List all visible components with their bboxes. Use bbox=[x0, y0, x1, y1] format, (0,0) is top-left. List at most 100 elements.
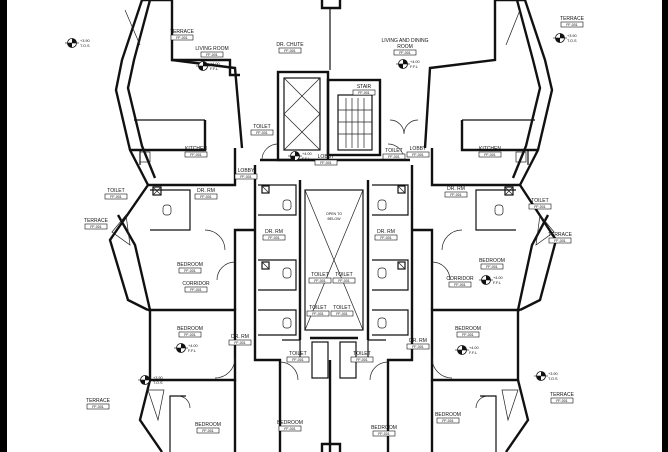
room-name: BEDROOM bbox=[479, 258, 505, 264]
room-name: CORRIDOR bbox=[182, 281, 210, 287]
level-ref: T.O.S bbox=[80, 44, 90, 48]
level-marker-lv-br: +3.90T.O.S bbox=[534, 371, 558, 381]
room-tag-box bbox=[560, 21, 584, 28]
level-value: +4.00 bbox=[302, 152, 312, 156]
room-name: LOBBY bbox=[410, 146, 427, 152]
room-name: BEDROOM bbox=[455, 326, 481, 332]
room-tag: FF-001 bbox=[358, 91, 370, 95]
room-tag-box bbox=[480, 263, 504, 270]
room-tag-box bbox=[184, 151, 208, 158]
room-tag: FF-001 bbox=[454, 283, 466, 287]
room-tag-box bbox=[332, 277, 356, 284]
room-tag: FF-001 bbox=[206, 53, 218, 57]
room-name: BEDROOM bbox=[195, 422, 221, 428]
level-value: +4.00 bbox=[188, 344, 198, 348]
room-tag: FF-001 bbox=[176, 36, 188, 40]
level-marker-lv-corr-r: +4.00F.F.L bbox=[479, 275, 503, 285]
room-name: BEDROOM bbox=[371, 425, 397, 431]
room-name-line2: ROOM bbox=[397, 44, 413, 50]
room-name: TERRACE bbox=[550, 392, 575, 398]
room-tag: FF-001 bbox=[234, 341, 246, 345]
room-tag-box bbox=[393, 49, 417, 56]
room-tag-box bbox=[330, 310, 354, 317]
room-name: DR. RM bbox=[265, 229, 283, 235]
level-ref: F.F.L bbox=[210, 67, 218, 71]
room-name: TOILET bbox=[107, 188, 124, 194]
room-tag-box bbox=[250, 129, 274, 136]
room-name: TERRACE bbox=[560, 16, 585, 22]
level-marker-lv-living-r: +4.00F.F.L bbox=[396, 59, 420, 69]
room-tag-box bbox=[308, 277, 332, 284]
room-tag-box bbox=[350, 356, 374, 363]
room-tag: FF-001 bbox=[256, 131, 268, 135]
room-tag: FF-001 bbox=[442, 419, 454, 423]
room-tag: FF-001 bbox=[388, 155, 400, 159]
room-tag: FF-001 bbox=[190, 288, 202, 292]
room-name: STAIR bbox=[357, 84, 372, 90]
room-name: TOILET bbox=[311, 272, 328, 278]
room-tag: FF-001 bbox=[356, 358, 368, 362]
room-tag-box bbox=[444, 191, 468, 198]
room-name: DR. CHUTE bbox=[276, 42, 304, 48]
room-tag-box bbox=[478, 151, 502, 158]
room-name: DR. RM bbox=[197, 188, 215, 194]
room-tag-box bbox=[84, 223, 108, 230]
room-name: TOILET bbox=[531, 198, 548, 204]
room-tag-box bbox=[200, 51, 224, 58]
interior-lines bbox=[134, 119, 535, 452]
level-ref: F.F.L bbox=[302, 157, 310, 161]
level-value: +4.00 bbox=[410, 60, 420, 64]
room-name: LIVING ROOM bbox=[195, 46, 228, 52]
room-tag-box bbox=[184, 286, 208, 293]
room-name: BEDROOM bbox=[177, 262, 203, 268]
exterior-walls bbox=[108, 0, 558, 452]
room-name: KITCHEN bbox=[479, 146, 501, 152]
stair bbox=[337, 94, 373, 151]
room-tag: FF-001 bbox=[486, 265, 498, 269]
room-tag: FF-001 bbox=[378, 432, 390, 436]
level-value: +3.90 bbox=[548, 372, 558, 376]
room-tag-box bbox=[86, 403, 110, 410]
room-tag-box bbox=[456, 331, 480, 338]
room-tag: FF-001 bbox=[90, 225, 102, 229]
room-name: TOILET bbox=[309, 305, 326, 311]
room-tag: FF-001 bbox=[320, 161, 332, 165]
room-name: BEDROOM bbox=[435, 412, 461, 418]
room-name: TOILET bbox=[333, 305, 350, 311]
room-tag: FF-001 bbox=[462, 333, 474, 337]
level-markers: +3.90T.O.S+3.90T.O.S+4.00F.F.L+4.00F.F.L… bbox=[65, 33, 577, 385]
room-tag: FF-001 bbox=[450, 193, 462, 197]
level-value: +4.00 bbox=[469, 346, 479, 350]
level-ref: T.O.S bbox=[548, 377, 558, 381]
level-ref: T.O.S bbox=[153, 381, 163, 385]
level-marker-lv-bed-l2: +4.00F.F.L bbox=[174, 343, 198, 353]
room-tag-box bbox=[528, 203, 552, 210]
level-ref: F.F.L bbox=[469, 351, 477, 355]
room-name: DR. RM bbox=[231, 334, 249, 340]
room-name: DR. RM bbox=[377, 229, 395, 235]
room-tag-box bbox=[170, 34, 194, 41]
room-tag-box bbox=[374, 234, 398, 241]
